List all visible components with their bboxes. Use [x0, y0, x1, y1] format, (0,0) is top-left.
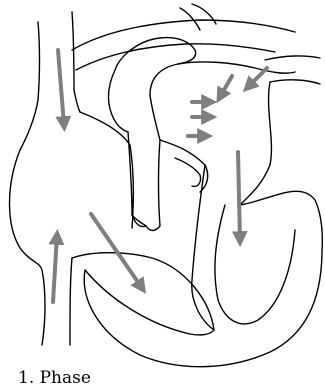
aortic-arch-outer [72, 20, 295, 50]
left-atrium-to-ventricle-arrow [238, 152, 240, 240]
ventricle-apex [84, 250, 322, 367]
pulmonary-vein-lower [270, 80, 320, 84]
flow-arrows [53, 50, 267, 302]
phase-caption: 1. Phase [18, 368, 91, 388]
right-atrium-inner-edge [80, 112, 133, 228]
left-ventricle-outer-wall [240, 191, 322, 250]
superior-vena-cava-right-wall [72, 12, 80, 112]
superior-vena-cava [20, 22, 40, 150]
heart-outline [10, 4, 323, 367]
left-atrium-inner-wall [160, 140, 208, 192]
right-atrium-to-ventricle-arrow [91, 214, 142, 288]
pulmonary-trunk-lower [150, 95, 160, 140]
inferior-vena-cava [70, 258, 72, 345]
left-atrium-wall [240, 82, 271, 205]
left-ventricle-cavity [215, 205, 295, 324]
superior-vena-cava-inflow-arrow [58, 50, 64, 125]
left-atrium-upper [178, 62, 295, 73]
aorta-branch [180, 8, 200, 30]
aorta-branch-2 [192, 4, 216, 24]
mitral-valve-cusp [175, 158, 201, 186]
pulmonary-vein-inflow-arrow-2 [220, 76, 232, 97]
right-atrium-wall [10, 150, 46, 345]
pulmonary-vein-inflow-arrow-1 [248, 68, 267, 87]
inferior-vena-cava-inflow-arrow [53, 236, 57, 302]
pulmonary-vein-upper [265, 56, 320, 60]
pulmonary-trunk-left [108, 70, 128, 132]
